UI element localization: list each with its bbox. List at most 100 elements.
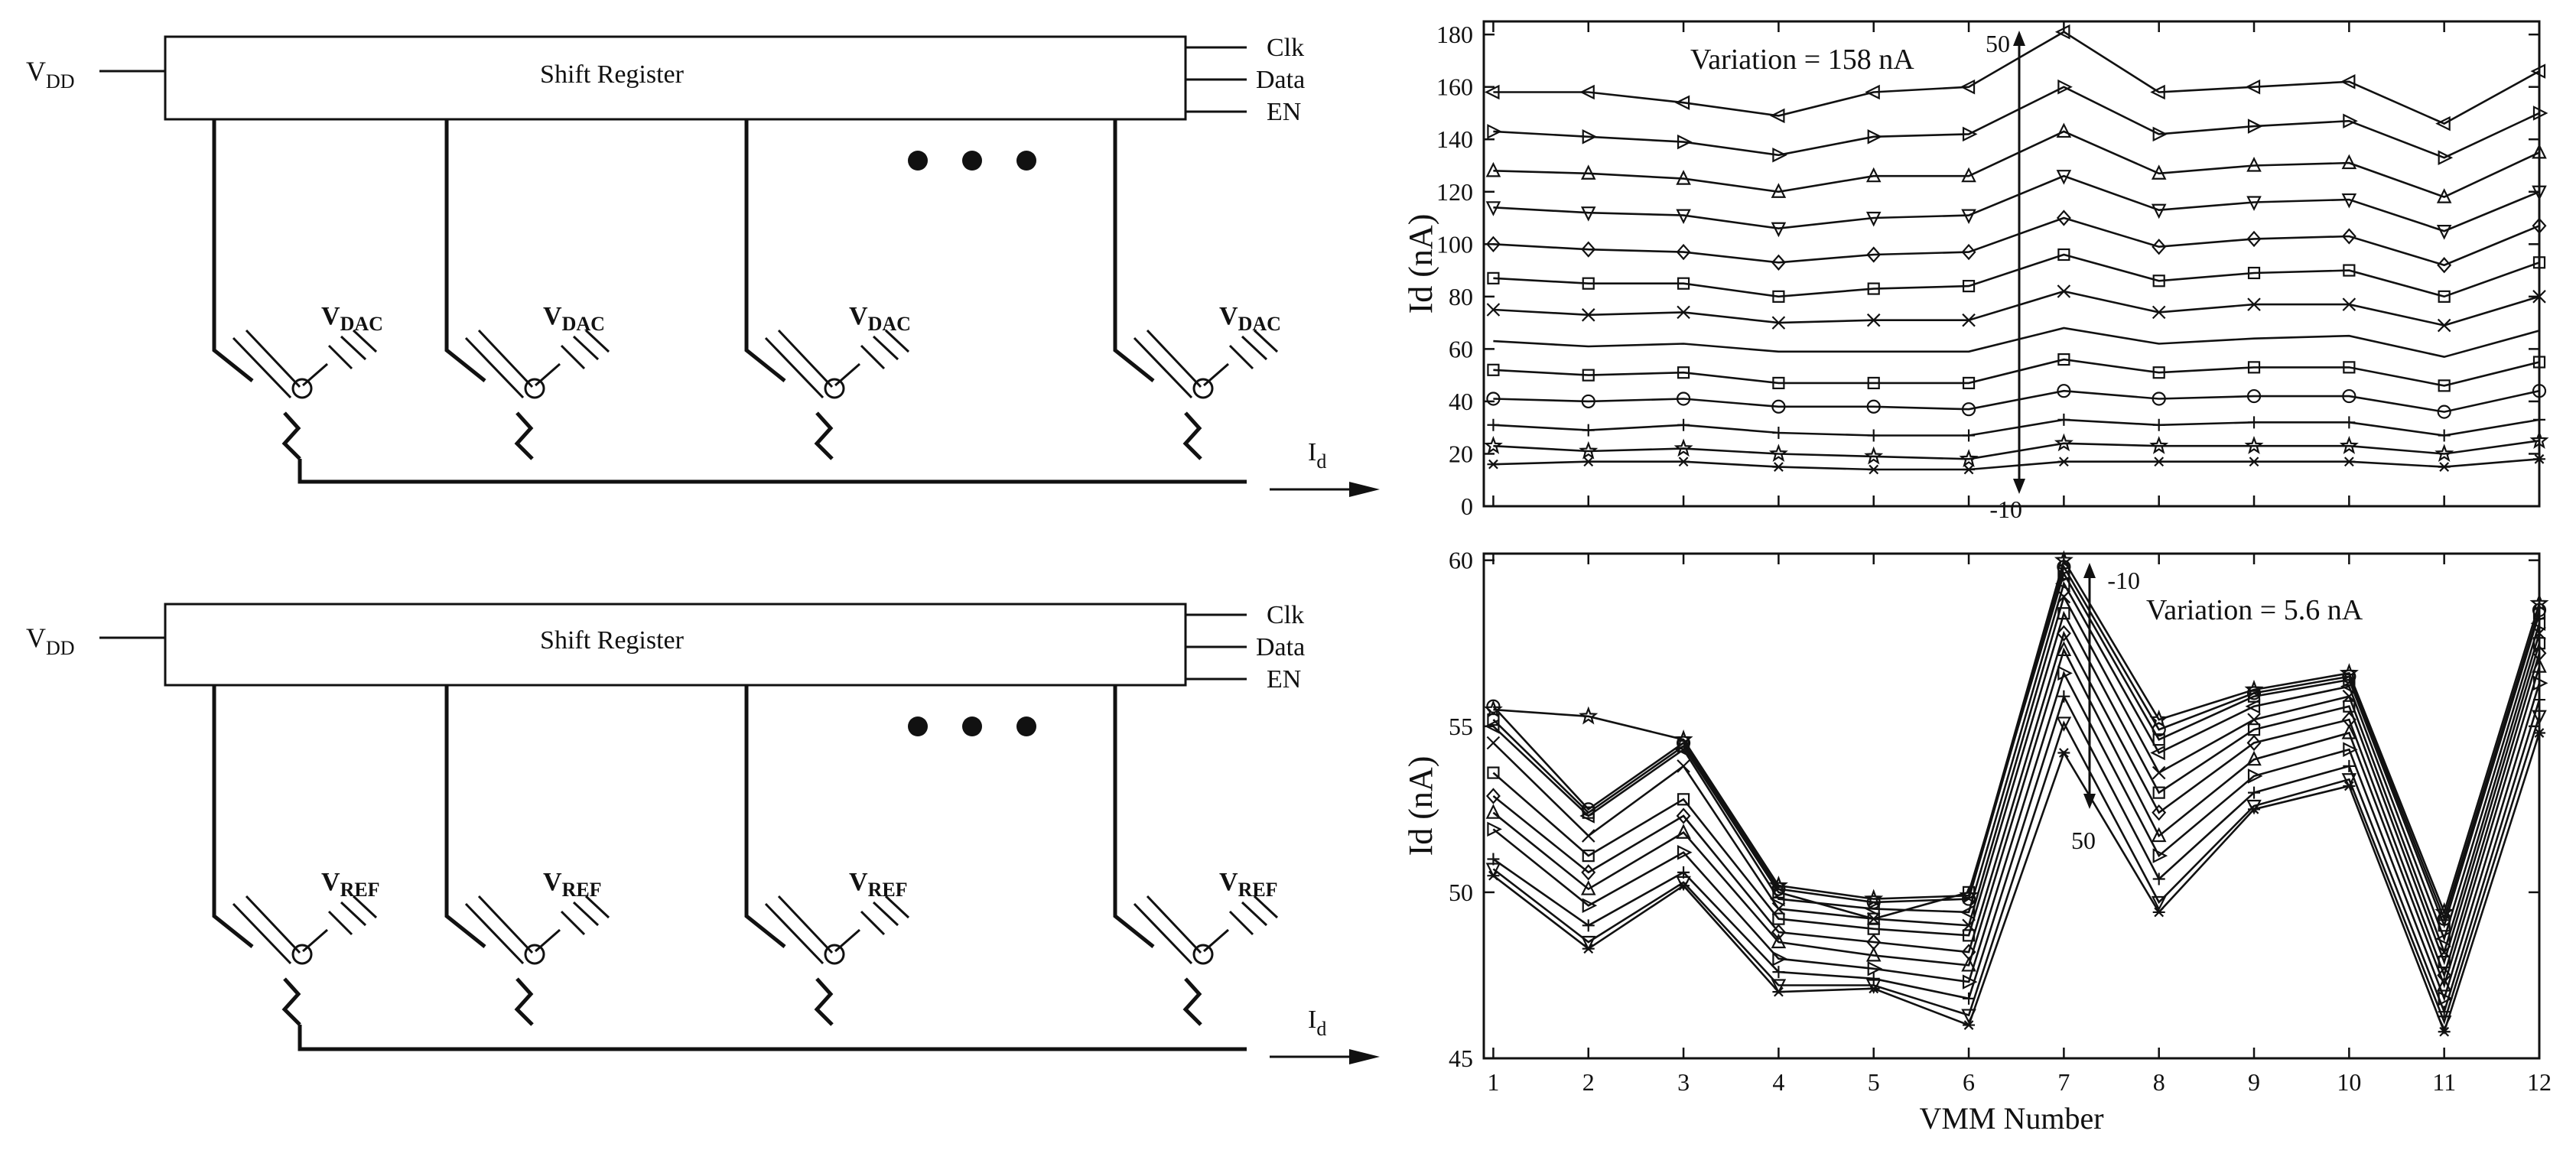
y-tick-label: 55	[1449, 713, 1473, 740]
variation-arrowhead-up	[2013, 31, 2025, 46]
data-point	[2533, 413, 2545, 426]
data-point	[1962, 313, 1976, 327]
ellipsis-dot-2-top	[962, 151, 982, 171]
data-point	[1582, 850, 1595, 863]
y-tick-label: 40	[1449, 388, 1473, 415]
data-point	[1772, 376, 1785, 390]
cell-label-bottom-3: VREF	[849, 868, 908, 901]
series-line	[1493, 358, 2540, 387]
data-point	[2057, 590, 2071, 604]
data-point	[2247, 297, 2261, 311]
series-line	[1492, 610, 2541, 966]
data-point	[2343, 416, 2356, 429]
data-point	[1677, 457, 1690, 467]
series-line	[1493, 418, 2540, 437]
data-point	[1961, 956, 1976, 972]
series-9	[1487, 665, 2548, 1006]
arrow-top-label: 50	[1986, 30, 2010, 57]
data-point	[1483, 436, 1503, 454]
output-arrowhead-top	[1349, 482, 1380, 497]
data-point	[2343, 264, 2356, 277]
data-point	[2435, 115, 2451, 132]
data-point	[2247, 119, 2263, 134]
arrow-top-label: -10	[2107, 567, 2140, 594]
series-line	[1492, 570, 2541, 929]
clk-pin-label-bottom: Clk	[1267, 601, 1304, 629]
data-point	[2532, 106, 2548, 121]
data-point	[2341, 154, 2357, 170]
data-point	[1960, 79, 1976, 95]
data-point	[2152, 804, 2167, 821]
data-point	[2151, 827, 2167, 843]
data-point	[1772, 147, 1787, 163]
x-tick-label: 1	[1487, 1068, 1499, 1096]
y-tick-label: 80	[1449, 283, 1473, 310]
data-point	[1581, 308, 1595, 322]
data-point	[2343, 759, 2356, 772]
data-point	[2057, 748, 2070, 758]
output-arrowhead-bottom	[1349, 1049, 1380, 1064]
arrow-bottom-label: -10	[1989, 496, 2022, 523]
data-point	[2532, 217, 2547, 234]
data-point	[2151, 203, 2167, 219]
data-point	[2245, 698, 2261, 714]
data-point	[2152, 907, 2165, 918]
data-point	[1867, 983, 1880, 994]
y-tick-label: 100	[1436, 230, 1473, 258]
data-point	[1487, 870, 1500, 881]
ellipsis-dot-3-top	[1016, 151, 1036, 171]
series-6	[1487, 248, 2546, 303]
cell-2-top: VDAC	[444, 119, 610, 460]
data-point	[1963, 464, 1976, 475]
x-tick-label: 9	[2248, 1068, 2260, 1096]
plot-frame	[1482, 20, 2541, 508]
cell-label-top-2: VDAC	[543, 302, 605, 335]
series-line	[1493, 130, 2540, 199]
cell-label-top-1: VDAC	[321, 302, 383, 335]
data-point	[2057, 690, 2070, 703]
data-point	[2149, 436, 2169, 454]
series-line	[1493, 216, 2540, 267]
data-point	[1580, 206, 1596, 222]
data-point	[2438, 150, 2454, 165]
data-point	[1582, 129, 1598, 145]
variation-arrowhead-down	[2083, 794, 2096, 809]
data-point	[1677, 793, 1690, 806]
data-point	[2246, 750, 2262, 766]
y-tick-label: 45	[1449, 1045, 1473, 1072]
x-tick-label: 4	[1772, 1068, 1784, 1096]
data-point	[2529, 431, 2549, 449]
series-line	[1493, 389, 2540, 413]
data-point	[1963, 1020, 1976, 1030]
data-point	[2343, 457, 2356, 467]
data-point	[2248, 804, 2261, 814]
data-point	[1676, 170, 1691, 185]
data-point	[1961, 243, 1976, 261]
data-point	[1772, 290, 1785, 303]
series-line	[1493, 290, 2540, 327]
data-point	[1484, 719, 1500, 734]
data-point	[2246, 230, 2262, 248]
series-line	[1493, 327, 2540, 359]
data-point	[1674, 742, 1690, 757]
data-point	[2246, 196, 2262, 211]
data-point	[2532, 290, 2546, 304]
data-point	[1677, 845, 1693, 860]
data-point	[1581, 829, 1595, 843]
data-point	[1961, 209, 1976, 225]
data-point	[1487, 418, 1500, 431]
data-point	[2533, 728, 2545, 738]
data-point	[2436, 225, 2452, 240]
data-point	[2152, 126, 2168, 142]
data-point	[1772, 986, 1785, 997]
data-point	[1866, 399, 1881, 414]
data-point	[1582, 898, 1598, 914]
data-point	[2340, 74, 2356, 89]
y-tick-label: 120	[1436, 178, 1473, 206]
data-point	[2056, 170, 2072, 185]
cell-3-top: VDAC	[744, 119, 911, 460]
series-line	[1493, 253, 2540, 298]
x-tick-label: 2	[1582, 1068, 1595, 1096]
